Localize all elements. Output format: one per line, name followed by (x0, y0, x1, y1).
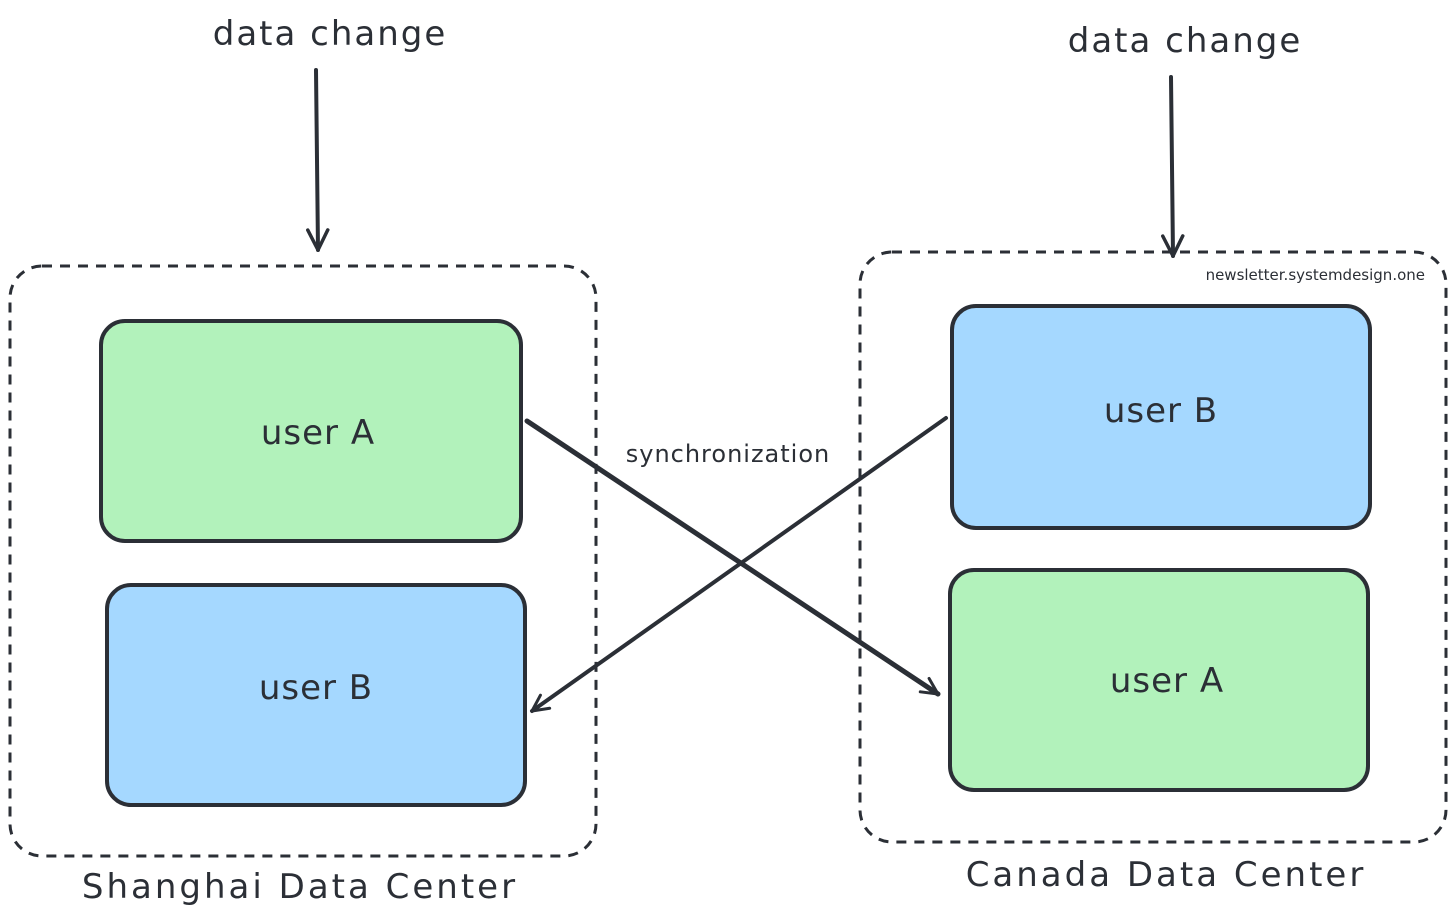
data-change-arrow-left (306, 68, 330, 252)
shanghai-user-b-box (105, 583, 527, 807)
shanghai-user-a-box (99, 319, 523, 543)
synchronization-label: synchronization (626, 440, 831, 468)
canada-datacenter-label: Canada Data Center (966, 855, 1367, 895)
shanghai-datacenter-boundary (8, 264, 598, 858)
canada-user-b-label: user B (1104, 391, 1218, 431)
data-change-arrow-right (1161, 75, 1185, 258)
shanghai-datacenter-label: Shanghai Data Center (82, 867, 518, 907)
canada-datacenter-boundary (858, 250, 1448, 844)
sync-arrow-shanghai-to-canada (524, 418, 941, 697)
canada-user-a-box (948, 568, 1370, 792)
sync-arrow-canada-to-shanghai (530, 416, 948, 713)
shanghai-user-a-label: user A (261, 413, 375, 453)
data-change-label-right: data change (1068, 21, 1303, 61)
canada-user-a-label: user A (1110, 661, 1224, 701)
shanghai-user-b-label: user B (259, 668, 373, 708)
data-change-label-left: data change (213, 14, 448, 54)
canada-user-b-box (950, 304, 1372, 530)
watermark-text: newsletter.systemdesign.one (1206, 266, 1425, 284)
